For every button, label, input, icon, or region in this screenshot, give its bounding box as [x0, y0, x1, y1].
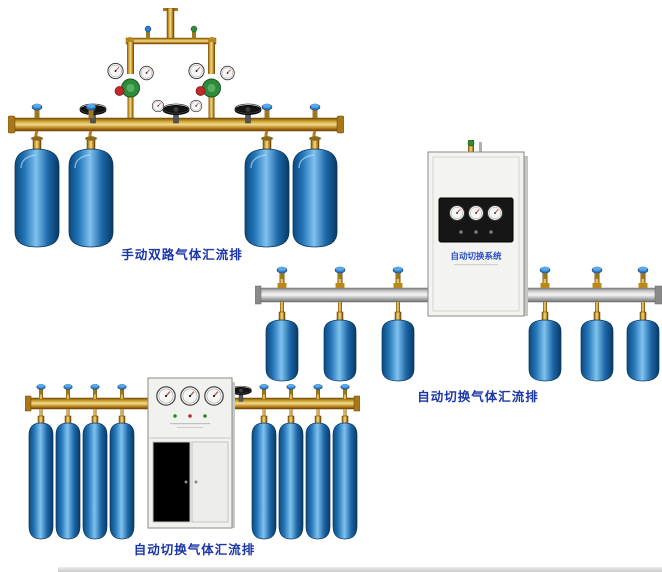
gas-cylinder — [381, 311, 415, 382]
cabinet-gauge — [156, 386, 176, 406]
gas-cylinder — [332, 415, 358, 540]
cabinet-door — [191, 441, 229, 523]
cylinder-fittings — [36, 383, 350, 418]
gas-cylinder — [305, 415, 331, 540]
gas-cylinder — [528, 311, 562, 382]
indicator-light — [188, 414, 192, 418]
caption-manual-dual-manifold: 手动双路气体汇流排 — [121, 248, 243, 262]
gas-cylinder — [626, 311, 660, 382]
gas-cylinder — [580, 311, 614, 382]
gas-cylinder — [14, 135, 60, 248]
cabinet-gauge — [449, 205, 465, 221]
small-valve-knob — [144, 25, 152, 33]
rail-fittings — [276, 266, 649, 316]
gas-cylinder — [251, 415, 277, 540]
auto-switch-wall-manifold-illustration: 自动切换系统 — [254, 139, 662, 385]
caption-auto-switch-floor: 自动切换气体汇流排 — [133, 543, 256, 557]
caption-auto-switch-wall: 自动切换气体汇流排 — [417, 390, 539, 404]
gas-cylinder — [82, 415, 108, 540]
cabinet-gauge — [487, 205, 503, 221]
small-valve-knob — [190, 25, 198, 33]
gas-cylinder — [55, 415, 81, 540]
cropped-image-strip — [58, 567, 662, 572]
cabinet-door — [152, 441, 191, 523]
cabinet-gauge — [204, 386, 224, 406]
line-gauge — [151, 99, 165, 113]
indicator-light — [203, 414, 207, 418]
control-cabinet: 自动切换系统 — [427, 139, 528, 317]
cabinet-gauge — [180, 386, 200, 406]
gas-cylinder — [109, 415, 135, 540]
cabinet-gauge — [468, 205, 484, 221]
cabinet-label: 自动切换系统 — [450, 251, 502, 261]
gas-cylinder — [265, 311, 299, 382]
cabinet-inlet-valve — [467, 139, 475, 147]
gas-cylinder — [28, 415, 54, 540]
gas-cylinder — [278, 415, 304, 540]
line-gauge — [189, 99, 203, 113]
manual-dual-manifold-illustration — [7, 7, 345, 258]
auto-switch-floor-manifold-illustration — [24, 376, 361, 561]
gas-cylinder — [323, 311, 357, 382]
gas-cylinder — [68, 135, 114, 248]
indicator-light — [173, 414, 177, 418]
control-cabinet — [147, 377, 235, 529]
inlet-pipe-assembly — [125, 7, 217, 74]
